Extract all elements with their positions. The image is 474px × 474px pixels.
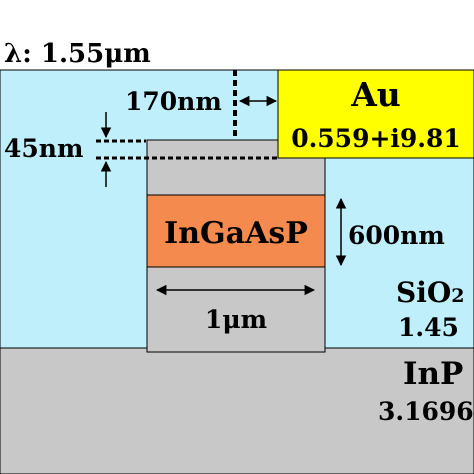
gap-horizontal-label: 170nm — [125, 87, 222, 116]
au-region — [277, 69, 474, 159]
ingaasp-core-region — [146, 194, 326, 268]
sio2-index-label: 1.45 — [398, 313, 459, 342]
au-name-label: Au — [350, 75, 401, 114]
inp-ridge-joint-cover — [148, 346, 324, 350]
inp-label: InP — [403, 356, 463, 392]
core-height-label: 600nm — [348, 221, 445, 250]
sio2-label: SiO2 — [396, 276, 464, 309]
sio2-subscript: 2 — [451, 285, 464, 307]
ingaasp-label: InGaAsP — [164, 216, 308, 251]
inp-substrate-region — [0, 347, 474, 474]
wavelength-label: λ: 1.55μm — [4, 39, 151, 69]
core-width-label: 1μm — [205, 305, 267, 334]
gap-vertical-label: 45nm — [4, 134, 83, 163]
au-index-label: 0.559+i9.81 — [291, 124, 461, 153]
inp-index-label: 3.1696 — [378, 397, 474, 426]
